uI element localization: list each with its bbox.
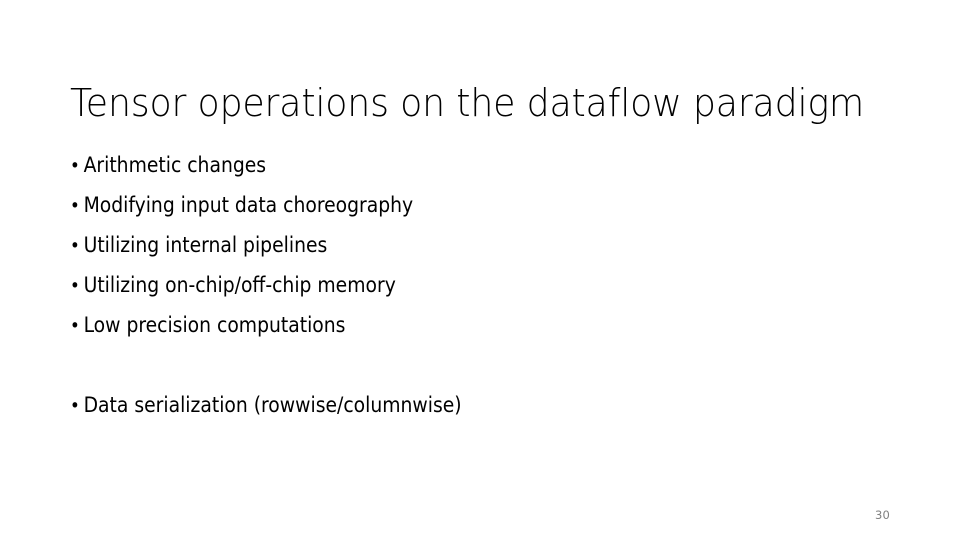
bullet-icon: •	[70, 315, 80, 337]
list-item: •Utilizing internal pipelines	[70, 226, 865, 266]
list-item: •Modifying input data choreography	[70, 186, 865, 226]
list-item-label: Arithmetic changes	[83, 153, 267, 178]
bullet-icon: •	[70, 275, 80, 297]
list-item: •Arithmetic changes	[70, 146, 865, 186]
list-spacer	[70, 346, 890, 386]
bullet-list: •Arithmetic changes •Modifying input dat…	[70, 146, 890, 426]
list-item-label: Modifying input data choreography	[83, 193, 414, 218]
list-item: •Low precision computations	[70, 306, 865, 346]
list-item-label: Low precision computations	[83, 313, 346, 338]
list-item-label: Utilizing internal pipelines	[83, 233, 328, 258]
list-item-label: Data serialization (rowwise/columnwise)	[83, 393, 462, 418]
list-item: •Data serialization (rowwise/columnwise)	[70, 386, 865, 426]
bullet-icon: •	[70, 235, 80, 257]
bullet-icon: •	[70, 195, 80, 217]
bullet-icon: •	[70, 395, 80, 417]
page-title: Tensor operations on the dataflow paradi…	[70, 81, 865, 126]
bullet-icon: •	[70, 155, 80, 177]
list-item-label: Utilizing on-chip/off-chip memory	[83, 273, 396, 298]
page-number: 30	[874, 508, 890, 522]
list-item: •Utilizing on-chip/off-chip memory	[70, 266, 865, 306]
